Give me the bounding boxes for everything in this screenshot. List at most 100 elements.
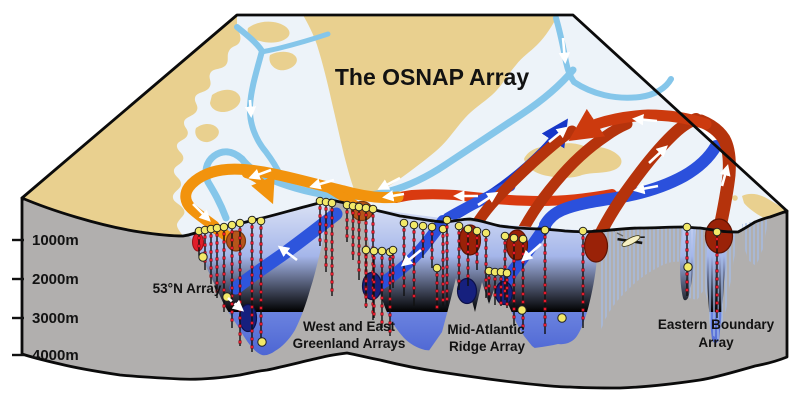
mooring-top-float [256,216,266,226]
flow-arrow [382,190,405,202]
instrument-dot [512,307,516,311]
instrument-dot [380,288,384,292]
instrument-dot [505,286,509,290]
hatch-region [684,227,738,340]
instrument-dot [351,211,355,215]
instrument-dot [503,249,507,253]
mooring-top-float [500,231,510,241]
instrument-dot [345,226,349,230]
land-islet [732,195,738,201]
instrument-dot [581,284,585,288]
instrument-dot [364,213,368,217]
instrument-dot [402,268,406,272]
instrument-dot [466,250,470,254]
instrument-dot [380,312,384,316]
instrument-dot [484,262,488,266]
deep-plug-ridge-east [494,280,514,306]
instrument-dot [499,293,503,297]
instrument-dot [238,252,242,256]
instrument-dot [209,274,213,278]
instrument-dot [238,236,242,240]
instrument-dot [215,265,219,269]
instrument-dot [330,232,334,236]
instrument-dot [402,244,406,248]
instrument-dot [250,337,254,341]
instrument-dot [412,238,416,242]
instrument-dot [388,273,392,277]
flow-arrow [248,168,272,180]
instrument-dot [412,278,416,282]
mooring-top-float [540,225,550,235]
mooring [472,226,482,270]
instrument-dot [412,262,416,266]
mooring-top-float [418,221,428,231]
instrument-dot [238,292,242,296]
instrument-dot [421,239,425,243]
instrument-dot [391,263,395,267]
instrument-dot [445,297,449,301]
mooring [212,223,222,298]
instrument-dot [238,276,242,280]
instrument-dot [209,258,213,262]
instrument-dot [521,300,525,304]
instrument-dot [466,266,470,270]
instrument-dot [543,243,547,247]
instrument-dot [230,246,234,250]
flow-arrow [548,126,569,144]
instrument-dot [371,238,375,242]
instrument-dot [388,257,392,261]
instrument-dot [512,251,516,255]
mooring-top-float [368,204,378,214]
instrument-dot [505,278,509,282]
instrument-dot [487,292,491,296]
flow-arrows [192,37,731,312]
instrument-dot [318,222,322,226]
mooring-array-layer [194,196,722,352]
instrument-dot [543,235,547,239]
deep-plug-53n [238,303,258,333]
instrument-dot [259,306,263,310]
instrument-dot [318,214,322,218]
instrument-dot [197,236,201,240]
instrument-dot [581,292,585,296]
depth-label-2000m: 2000m [32,271,79,288]
instrument-dot [412,294,416,298]
instrument-dot [421,231,425,235]
mooring [235,218,245,346]
land-greenland [303,15,558,200]
deep-plug-ridge-west [456,277,478,305]
float-marker [683,262,693,272]
instrument-dot [250,273,254,277]
instrument-dot [330,288,334,292]
mooring [388,245,398,288]
instrument-dot [715,253,719,257]
instrument-dot [388,289,392,293]
instrument-dot [445,233,449,237]
instrument-dot [388,265,392,269]
instrument-dot [493,285,497,289]
instrument-dot [250,265,254,269]
flow-arrow [520,243,542,262]
flow-arrow [558,37,571,64]
instrument-dot [250,281,254,285]
mooring [427,222,437,268]
instrument-dot [230,278,234,282]
instrument-dot [412,230,416,234]
instrument-dot [715,277,719,281]
instrument-dot [388,281,392,285]
instrument-dot [715,301,719,305]
instrument-dot [351,235,355,239]
instrument-dot [581,260,585,264]
instrument-dot [505,302,509,306]
instrument-dot [250,257,254,261]
warm-plug-53n [225,230,247,252]
instrument-dot [357,212,361,216]
instrument-dot [222,280,226,284]
instrument-dot [487,284,491,288]
instrument-dot [457,271,461,275]
instrument-dot [259,242,263,246]
mooring [432,263,442,310]
instrument-dot [330,216,334,220]
instrument-dot [512,275,516,279]
instrument-dot [215,257,219,261]
